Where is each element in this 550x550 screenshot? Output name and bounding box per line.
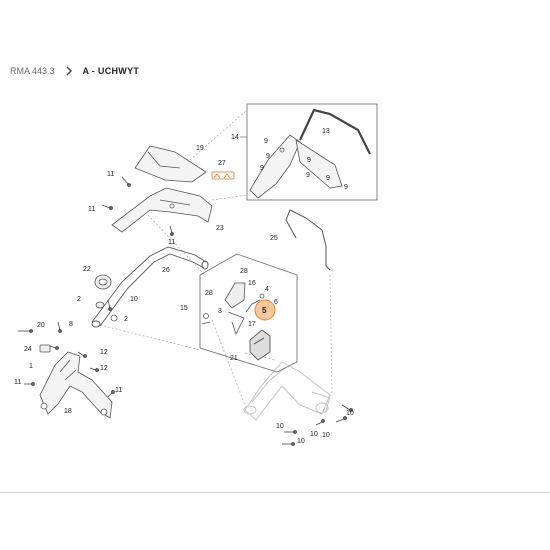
upper-crossbar — [111, 187, 213, 233]
spacer-2 — [95, 301, 105, 309]
callout-4: 4 — [265, 286, 269, 293]
callout-9: 9 — [306, 172, 310, 179]
callout-3: 3 — [218, 308, 222, 315]
callout-11: 11 — [14, 379, 21, 386]
callout-22: 22 — [83, 266, 91, 273]
callout-9: 9 — [307, 157, 311, 164]
callout-10: 10 — [310, 431, 318, 438]
callout-21: 21 — [230, 355, 238, 362]
switch-housing-16 — [224, 282, 246, 309]
callout-11: 11 — [168, 239, 175, 246]
callout-13: 13 — [322, 128, 330, 135]
detail-box-14 — [246, 103, 378, 201]
callout-10: 10 — [130, 296, 138, 303]
callout-25: 25 — [270, 235, 278, 242]
callout-5-highlighted: 5 — [262, 306, 267, 315]
callout-11: 11 — [88, 206, 95, 213]
callout-24: 24 — [24, 346, 32, 353]
breadcrumb-section-title: A - UCHWYT — [82, 66, 140, 76]
callout-10: 10 — [276, 423, 284, 430]
footer-divider — [0, 492, 550, 493]
callout-9: 9 — [326, 175, 330, 182]
orange-tag-part — [211, 171, 235, 180]
callout-2: 2 — [77, 296, 81, 303]
callout-2: 2 — [124, 316, 128, 323]
bail-bar-13 — [299, 108, 371, 155]
clip-24 — [39, 344, 51, 353]
bolts — [18, 176, 353, 446]
callout-labels: 19 27 11 11 23 11 26 22 2 10 2 20 8 24 1… — [14, 128, 354, 445]
callout-20: 20 — [37, 322, 45, 329]
ghost-handle-assembly — [211, 274, 333, 421]
washer-2 — [110, 314, 118, 322]
callout-23: 23 — [216, 225, 224, 232]
callout-9: 9 — [264, 138, 268, 145]
lower-frame — [39, 351, 113, 419]
callout-18: 18 — [64, 408, 72, 415]
detail-box-center — [199, 253, 298, 373]
handle-cover — [134, 145, 207, 183]
callout-8: 8 — [69, 321, 73, 328]
breadcrumb: RMA 443.3 A - UCHWYT — [10, 66, 139, 76]
callout-14: 14 — [231, 134, 239, 141]
callout-11: 11 — [115, 387, 122, 394]
leader-lines — [99, 109, 277, 361]
highlight-callout-marker[interactable] — [254, 299, 276, 321]
callout-11: 11 — [107, 171, 114, 178]
callout-27: 27 — [218, 160, 226, 167]
callout-26: 26 — [162, 267, 170, 274]
chevron-right-icon — [66, 66, 72, 76]
cable-25 — [285, 209, 331, 271]
callout-10: 10 — [322, 432, 330, 439]
callout-28: 28 — [205, 290, 213, 297]
callout-10: 10 — [297, 438, 305, 445]
callout-12: 12 — [100, 365, 108, 372]
tube-handle — [91, 246, 209, 328]
spring-parts — [201, 293, 265, 336]
callout-9: 9 — [266, 153, 270, 160]
callout-6: 6 — [274, 299, 278, 306]
callout-10: 10 — [346, 410, 354, 417]
callout-19: 19 — [196, 145, 204, 152]
callout-17: 17 — [248, 321, 256, 328]
callout-12: 12 — [100, 349, 108, 356]
control-handle-14 — [249, 134, 343, 199]
callout-28: 28 — [240, 268, 248, 275]
callout-1: 1 — [29, 363, 33, 370]
callout-15: 15 — [180, 305, 188, 312]
callout-9: 9 — [260, 165, 264, 172]
breadcrumb-model-link[interactable]: RMA 443.3 — [10, 66, 55, 76]
callout-16: 16 — [248, 280, 256, 287]
knob-part — [94, 274, 112, 290]
lever-part-21 — [249, 329, 271, 361]
callout-9: 9 — [344, 184, 348, 191]
